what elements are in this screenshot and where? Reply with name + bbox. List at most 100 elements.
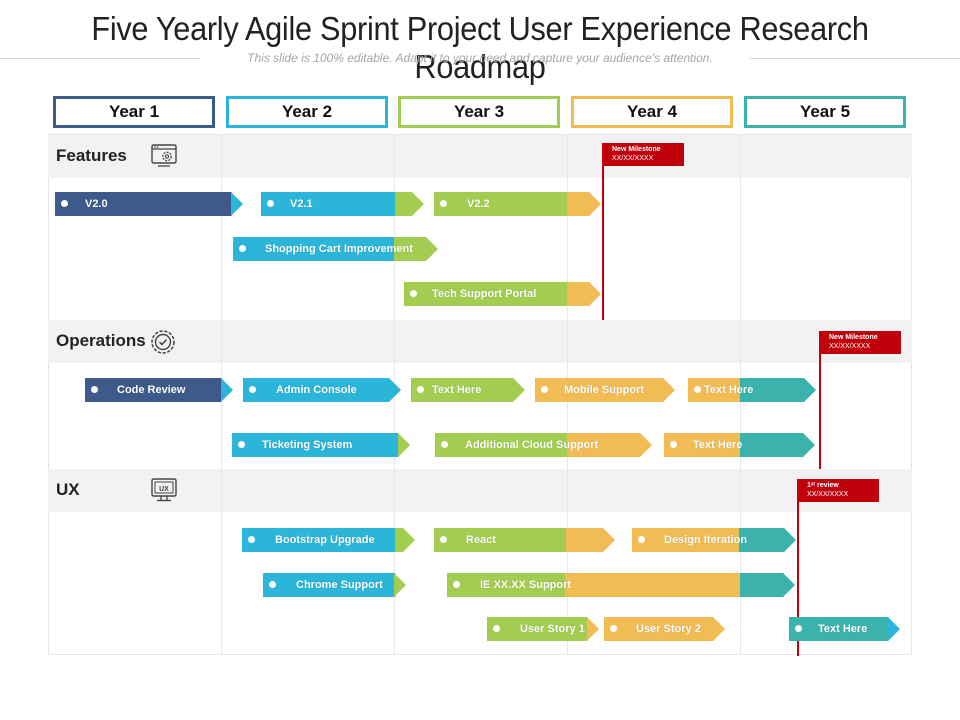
task-label: IE XX.XX Support [480, 579, 572, 591]
task-dot [638, 536, 645, 543]
task-segment [740, 433, 804, 457]
task-bar-text-here-1: Text Here [411, 378, 525, 402]
task-arrow-tip [389, 378, 401, 402]
subtitle-divider-left [0, 58, 200, 59]
task-arrow-tip [663, 378, 675, 402]
task-bar-chrome-support: Chrome Support [263, 573, 406, 597]
roadmap-grid [48, 134, 912, 655]
milestone-date: XX/XX/XXXX [807, 491, 849, 498]
task-arrow-shape [242, 528, 415, 552]
task-segment [567, 282, 590, 306]
gear-check-icon [151, 330, 175, 354]
milestone-line-operations [819, 331, 821, 469]
task-dot [417, 386, 424, 393]
task-segment [565, 573, 741, 597]
year-1-header: Year 1 [53, 96, 215, 128]
task-arrow-shape [434, 192, 601, 216]
task-dot [249, 386, 256, 393]
task-dot [441, 441, 448, 448]
task-label: V2.2 [467, 198, 490, 210]
task-dot [269, 581, 276, 588]
task-arrow-tip [221, 378, 233, 402]
task-bar-text-here-4: Text Here [789, 617, 900, 641]
task-dot [670, 441, 677, 448]
task-dot [694, 386, 701, 393]
task-bar-bootstrap-upgrade: Bootstrap Upgrade [242, 528, 415, 552]
task-dot [410, 290, 417, 297]
task-bar-v2-1: V2.1 [261, 192, 424, 216]
milestone-title: 1ˢᵗ review [807, 482, 839, 489]
milestone-date: XX/XX/XXXX [612, 155, 654, 162]
task-label: Tech Support Portal [432, 288, 537, 300]
task-arrow-tip [640, 433, 652, 457]
milestone-line-ux [797, 479, 799, 656]
task-segment [434, 192, 568, 216]
task-label: User Story 2 [636, 623, 701, 635]
task-segment [263, 573, 396, 597]
task-segment [434, 528, 567, 552]
milestone-title: New Milestone [612, 146, 661, 153]
milestone-flag-ux: 1ˢᵗ review XX/XX/XXXX [798, 479, 879, 502]
svg-text:UX: UX [159, 486, 169, 493]
task-arrow-shape [85, 378, 233, 402]
task-label: V2.1 [290, 198, 313, 210]
task-arrow-shape [664, 433, 815, 457]
task-segment [435, 433, 568, 457]
task-arrow-shape [604, 617, 725, 641]
task-bar-v2-2: V2.2 [434, 192, 601, 216]
task-segment [395, 192, 413, 216]
task-arrow-tip [888, 617, 900, 641]
task-bar-user-story-2: User Story 2 [604, 617, 725, 641]
task-arrow-tip [603, 528, 615, 552]
task-arrow-tip [713, 617, 725, 641]
task-dot [238, 441, 245, 448]
milestone-line-features [602, 143, 604, 320]
task-arrow-tip [231, 192, 243, 216]
task-segment [404, 282, 568, 306]
task-arrow-shape [243, 378, 401, 402]
settings-monitor-icon [151, 144, 177, 167]
task-segment [487, 617, 588, 641]
task-label: Mobile Support [564, 384, 645, 396]
task-arrow-tip [783, 573, 795, 597]
task-segment [632, 528, 740, 552]
year-5-header: Year 5 [744, 96, 906, 128]
milestone-flag-operations: New Milestone XX/XX/XXXX [820, 331, 901, 354]
task-arrow-shape [435, 433, 652, 457]
milestone-date: XX/XX/XXXX [829, 343, 871, 350]
task-arrow-shape [232, 433, 410, 457]
task-dot [267, 200, 274, 207]
task-segment [394, 433, 399, 457]
task-bar-mobile-support: Mobile Support [535, 378, 675, 402]
task-label: Bootstrap Upgrade [275, 534, 375, 546]
task-arrow-tip [804, 378, 816, 402]
section-label-features: Features [56, 146, 127, 165]
task-bar-ie-support: IE XX.XX Support [447, 573, 795, 597]
task-dot [440, 536, 447, 543]
task-label: Ticketing System [262, 439, 353, 451]
task-segment [394, 237, 427, 261]
task-bar-shopping-cart: Shopping Cart Improvement [233, 237, 438, 261]
task-segment [566, 528, 604, 552]
task-arrow-tip [784, 528, 796, 552]
task-segment [242, 528, 396, 552]
task-segment [55, 192, 222, 216]
year-2-header: Year 2 [226, 96, 388, 128]
task-dot [541, 386, 548, 393]
task-bar-cloud-support: Additional Cloud Support [435, 433, 652, 457]
section-label-operations: Operations [56, 331, 146, 350]
task-bar-code-review: Code Review [85, 378, 233, 402]
subtitle-divider-right [750, 58, 960, 59]
task-arrow-shape [233, 237, 438, 261]
task-arrow-tip [587, 617, 599, 641]
ux-monitor-icon: UX [151, 478, 177, 502]
task-arrow-shape [55, 192, 243, 216]
task-bar-tech-support: Tech Support Portal [404, 282, 601, 306]
task-label: Code Review [117, 384, 186, 396]
task-label: User Story 1 [520, 623, 585, 635]
task-arrow-tip [589, 282, 601, 306]
task-bar-react: React [434, 528, 615, 552]
task-arrow-tip [426, 237, 438, 261]
task-arrow-tip [412, 192, 424, 216]
task-label: V2.0 [85, 198, 108, 210]
